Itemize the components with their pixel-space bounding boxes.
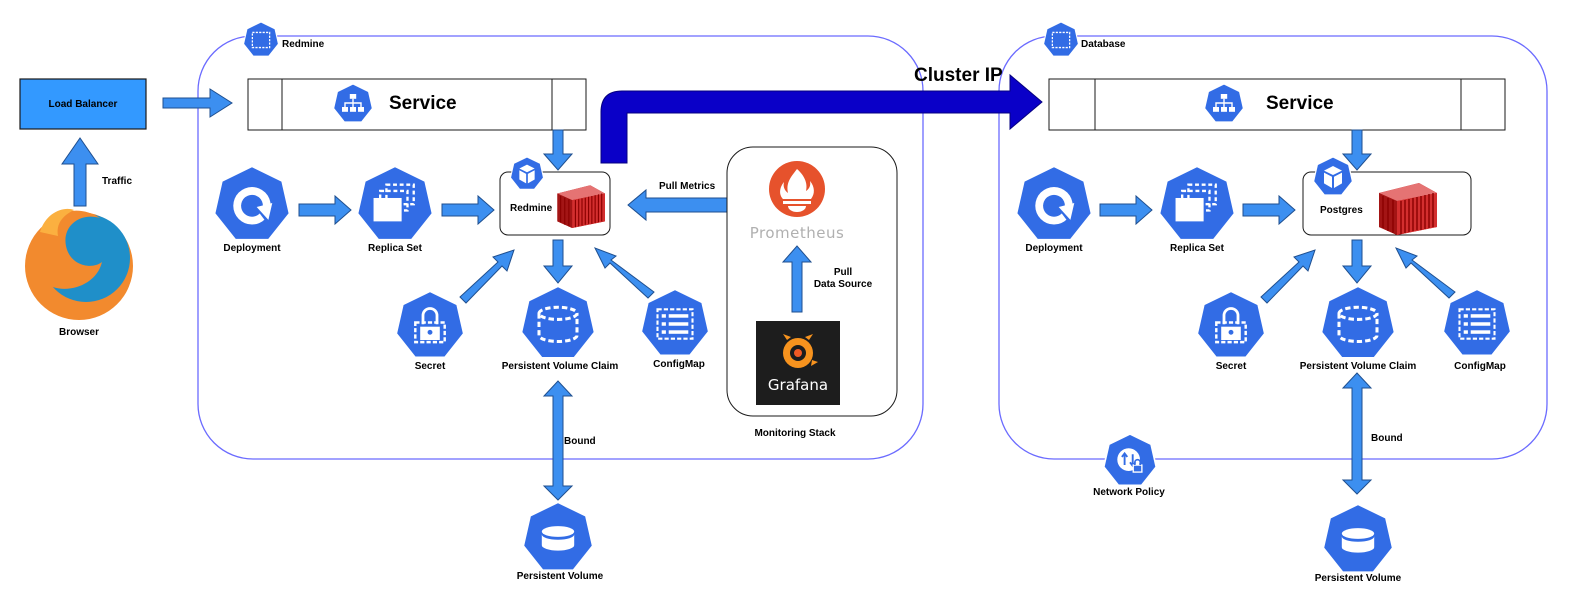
service-to-pod-arrow xyxy=(542,129,574,171)
deployment-icon xyxy=(214,166,290,240)
lb-to-service-arrow xyxy=(162,88,233,118)
pod-icon xyxy=(511,157,544,189)
configmap-to-pod-arrow xyxy=(593,247,655,299)
database-service-label: Service xyxy=(1266,93,1334,114)
pod-to-pvc-arrow xyxy=(542,239,574,284)
pvc-icon xyxy=(521,286,595,358)
database-namespace-box xyxy=(998,35,1548,460)
pv-icon xyxy=(1323,504,1393,572)
namespace-icon xyxy=(244,22,279,56)
secret-icon xyxy=(396,291,464,358)
secret-icon xyxy=(1197,291,1265,358)
browser-label: Browser xyxy=(59,327,99,338)
redmine-namespace-label: Redmine xyxy=(282,39,325,50)
load-balancer-box xyxy=(19,78,147,130)
pull-label: Pull xyxy=(834,267,853,278)
database-pv-label: Persistent Volume xyxy=(1315,573,1402,584)
firefox-icon xyxy=(25,208,133,320)
redmine-configmap-label: ConfigMap xyxy=(653,359,705,370)
traffic-arrow xyxy=(61,137,99,207)
postgres-pod-label: Postgres xyxy=(1320,205,1363,216)
grafana-to-prometheus-arrow xyxy=(781,245,813,313)
secret-to-pod-arrow xyxy=(459,249,515,304)
redmine-service: Service xyxy=(247,78,587,131)
configmap-icon xyxy=(641,289,709,356)
db-pvc-pv-bound-arrow xyxy=(1341,372,1373,495)
namespace-icon xyxy=(1044,22,1079,56)
network-policy-icon xyxy=(1104,434,1156,485)
redmine-service-label: Service xyxy=(389,93,457,114)
redmine-replica-set-label: Replica Set xyxy=(368,243,423,254)
database-deployment-label: Deployment xyxy=(1025,243,1083,254)
grafana-icon xyxy=(756,321,840,405)
db-configmap-to-pod-arrow xyxy=(1394,247,1456,299)
prometheus-label: Prometheus xyxy=(750,224,845,242)
db-service-to-pod-arrow xyxy=(1341,129,1373,171)
cluster-ip-arrow xyxy=(600,73,1043,164)
db-rs-to-pod-arrow xyxy=(1242,194,1296,226)
redmine-secret-label: Secret xyxy=(415,361,446,372)
database-pvc-label: Persistent Volume Claim xyxy=(1300,361,1417,372)
database-service: Service xyxy=(1048,78,1506,131)
network-policy-label: Network Policy xyxy=(1093,487,1165,498)
database-configmap-label: ConfigMap xyxy=(1454,361,1506,372)
replica-set-icon xyxy=(1159,166,1235,240)
db-secret-to-pod-arrow xyxy=(1260,249,1316,304)
pod-icon xyxy=(1314,157,1353,195)
deployment-to-rs-arrow xyxy=(298,194,352,226)
load-balancer-label: Load Balancer xyxy=(49,99,118,110)
pv-icon xyxy=(523,502,593,570)
redmine-pod-label: Redmine xyxy=(510,203,553,214)
redmine-deployment-label: Deployment xyxy=(223,243,281,254)
cluster-ip-label: Cluster IP xyxy=(914,65,1003,86)
data-source-label-text: Data Source xyxy=(814,279,873,290)
replica-set-icon xyxy=(357,166,433,240)
prometheus-icon xyxy=(769,161,825,217)
database-namespace-label: Database xyxy=(1081,39,1126,50)
redmine-pod: Redmine xyxy=(499,157,611,236)
rs-to-pod-arrow xyxy=(441,194,495,226)
pull-metrics-label: Pull Metrics xyxy=(659,181,716,192)
postgres-pod: Postgres xyxy=(1302,157,1472,236)
traffic-label: Traffic xyxy=(102,176,132,187)
redmine-pv-label: Persistent Volume xyxy=(517,571,604,582)
grafana-label: Grafana xyxy=(768,376,828,394)
db-deployment-to-rs-arrow xyxy=(1099,194,1153,226)
database-secret-label: Secret xyxy=(1216,361,1247,372)
database-replica-set-label: Replica Set xyxy=(1170,243,1225,254)
pvc-icon xyxy=(1321,286,1395,358)
redmine-pvc-label: Persistent Volume Claim xyxy=(502,361,619,372)
configmap-icon xyxy=(1443,289,1511,356)
database-bound-label: Bound xyxy=(1371,433,1403,444)
deployment-icon xyxy=(1016,166,1092,240)
redmine-bound-label: Bound xyxy=(564,436,596,447)
db-pod-to-pvc-arrow xyxy=(1341,239,1373,284)
monitoring-stack-label: Monitoring Stack xyxy=(754,428,836,439)
pvc-pv-bound-arrow xyxy=(542,380,574,501)
